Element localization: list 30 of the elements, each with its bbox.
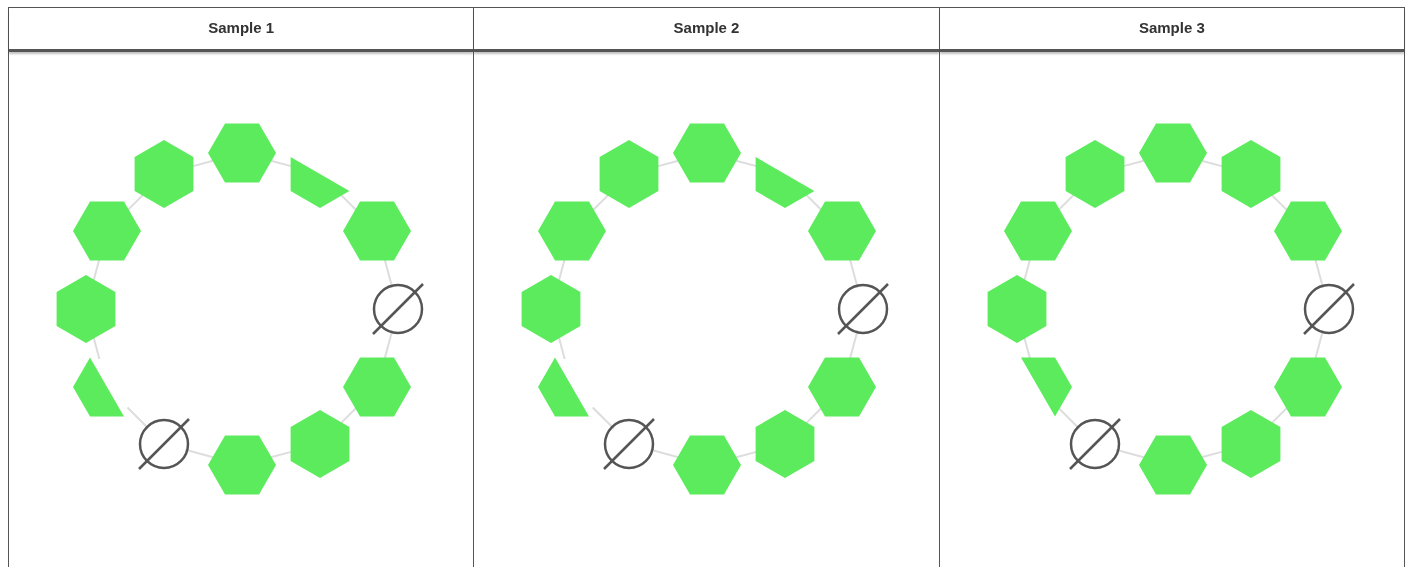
connector-line bbox=[1314, 258, 1324, 289]
connector-line bbox=[848, 329, 859, 360]
connector-line bbox=[92, 258, 101, 282]
connector-line bbox=[339, 406, 358, 425]
connector-line bbox=[383, 329, 394, 360]
connector-line bbox=[591, 193, 610, 212]
connector-line bbox=[383, 258, 394, 289]
empty-set-symbol bbox=[370, 281, 426, 337]
connector-line bbox=[1057, 406, 1081, 430]
connector-line bbox=[557, 336, 566, 360]
connector-line bbox=[1270, 406, 1289, 425]
column-header: Sample 3 bbox=[1138, 18, 1205, 39]
connector-line bbox=[848, 258, 859, 289]
connector-line bbox=[126, 406, 150, 430]
connector-line bbox=[591, 406, 615, 430]
connector-line bbox=[1057, 193, 1076, 212]
connector-line bbox=[1270, 193, 1289, 212]
connector-line bbox=[92, 336, 101, 360]
connector-line bbox=[1023, 336, 1032, 360]
connector-line bbox=[339, 193, 358, 212]
column-header: Sample 1 bbox=[208, 18, 275, 39]
empty-set-symbol bbox=[835, 281, 892, 337]
connector-line bbox=[1023, 258, 1032, 282]
connector-line bbox=[804, 406, 823, 425]
connector-line bbox=[184, 448, 215, 459]
connector-line bbox=[1314, 329, 1324, 360]
connector-line bbox=[126, 193, 145, 212]
column-header: Sample 2 bbox=[673, 18, 740, 39]
connector-line bbox=[557, 258, 566, 282]
connector-line bbox=[804, 193, 823, 212]
